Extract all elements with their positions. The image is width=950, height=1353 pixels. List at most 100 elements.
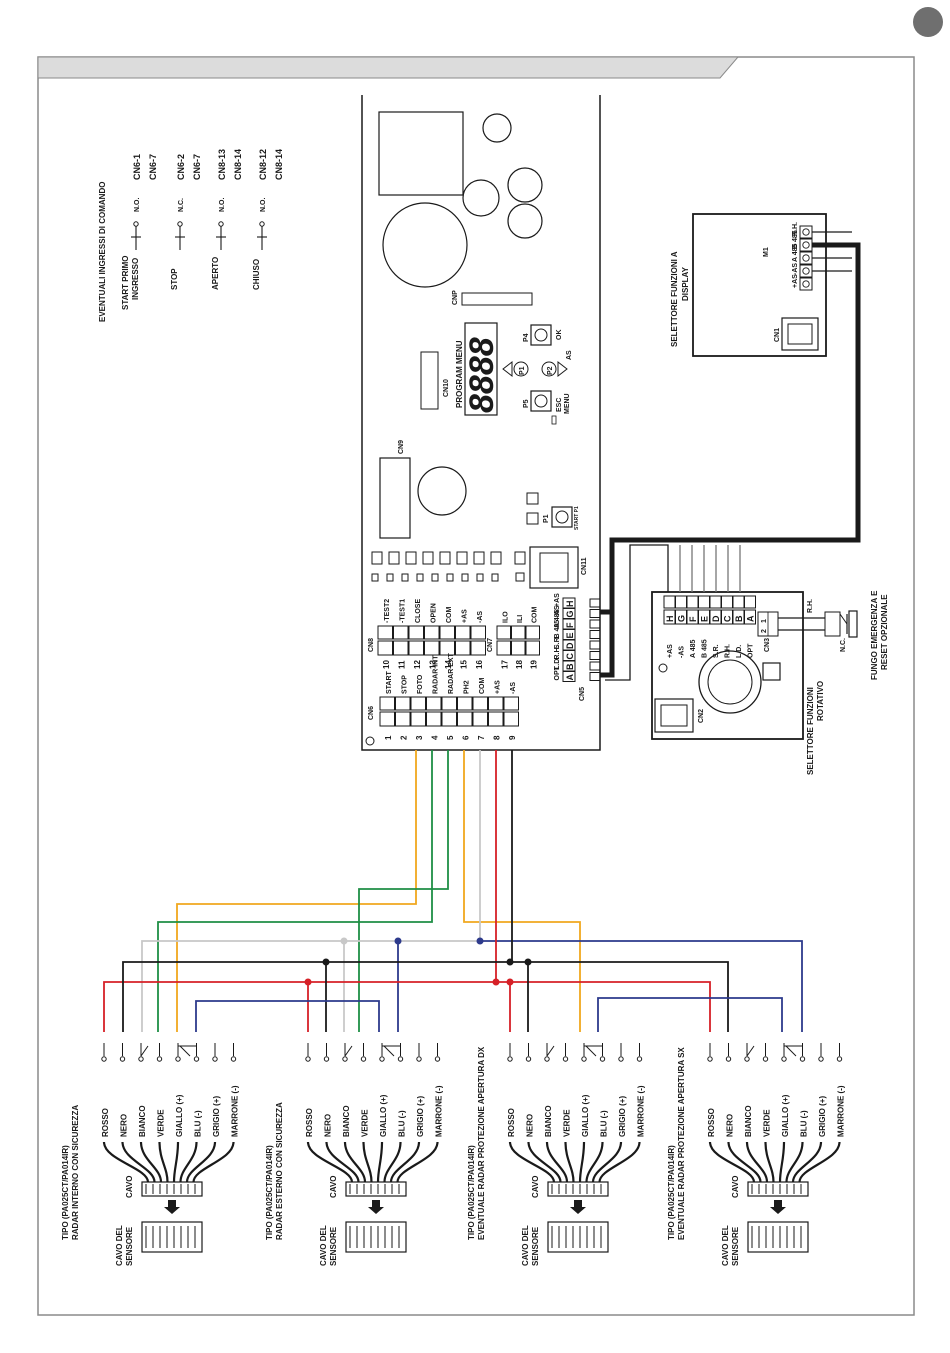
terminal-label: -AS: [477, 611, 484, 623]
m1-terminal-label: -AS: [792, 263, 799, 275]
start-p1-button[interactable]: [551, 506, 573, 528]
sensor-contact: [818, 1056, 824, 1062]
sensor-wire-label: GIALLO (+): [581, 1094, 590, 1137]
sensor-wire-label: BIANCO: [138, 1105, 147, 1137]
cn5-letter: A: [565, 674, 575, 681]
sensor-wire-label: BIANCO: [342, 1105, 351, 1137]
sensor-contact: [544, 1056, 550, 1062]
display-selector-title-2: DISPLAY: [681, 266, 690, 301]
terminal-slot: [379, 711, 395, 727]
rotary-letter-cell: [744, 609, 756, 625]
cn5-signal-label: B 485: [554, 620, 561, 639]
menu-label: MENU: [564, 393, 571, 414]
esc-label: ESC: [556, 398, 563, 412]
terminal-slot: [426, 711, 442, 727]
cn5-label: CN5: [579, 687, 586, 701]
rotary-signal-label: L.D.: [736, 645, 743, 658]
sensor-contact: [156, 1056, 163, 1062]
cn7-terminal-number: 17: [500, 660, 509, 669]
wire: [103, 981, 711, 1032]
terminal-slot: [377, 640, 393, 656]
terminal-screw: [408, 625, 424, 640]
sensor-contact: [562, 1056, 569, 1062]
cn5-pin: [589, 651, 601, 660]
p2-nav-button[interactable]: [541, 361, 557, 377]
sensor-wire-label: VERDE: [361, 1109, 370, 1137]
sensor-contact: [434, 1056, 441, 1062]
rotary-letter: B: [734, 615, 744, 622]
sensor-contact: [416, 1056, 422, 1062]
m1-terminal-label: R.H.: [792, 222, 799, 236]
sensor-cable-label: CAVO DEL: [721, 1225, 730, 1266]
m1-terminal: [799, 238, 813, 252]
rotary-terminal: [744, 595, 756, 609]
cn8-terminal-block: -TEST210-TEST111CLOSE12OPEN13COM14+AS15-…: [377, 599, 486, 669]
rotary-signal-label: -AS: [679, 646, 686, 658]
sensor-contact: [342, 1056, 348, 1062]
rotary-selector-title-1: SELETTORE FUNZIONI: [806, 687, 815, 775]
cable-label: CAVO: [329, 1175, 338, 1198]
terminal-slot: [424, 640, 440, 656]
sensor-wire-label: GRIGIO (+): [212, 1096, 221, 1137]
rotary-terminal: [732, 595, 745, 609]
input-pin: CN8-13: [217, 149, 227, 180]
sensor-wire-label: NERO: [120, 1114, 129, 1137]
terminal-slot: [439, 640, 455, 656]
sensor-wire-label: BIANCO: [744, 1105, 753, 1137]
terminal-slot: [455, 640, 471, 656]
sensor-contact: [230, 1056, 237, 1062]
sensor-wire-label: BLU (-): [194, 1110, 203, 1137]
sensor-cable-label: SENSORE: [731, 1226, 740, 1266]
rotary-signal-label: OPT: [748, 643, 755, 658]
rotary-terminal: [686, 595, 699, 609]
m1-terminal: [799, 277, 813, 291]
sensor-wire-label: ROSSO: [305, 1108, 314, 1137]
sensor-wire-label: MARRONE (-): [231, 1085, 240, 1137]
cn5-cell: [562, 671, 576, 682]
led-row: [371, 551, 526, 582]
cn5-signal-label: L.D.: [554, 657, 561, 670]
terminal-slot: [470, 640, 486, 656]
wire-junction: [506, 958, 514, 966]
esc-menu-button[interactable]: [530, 390, 552, 412]
p1-nav-button[interactable]: [513, 361, 529, 377]
down-arrow-icon: [164, 1200, 180, 1214]
wire-junction: [506, 978, 514, 986]
cn6-terminal-number: 9: [508, 735, 517, 740]
sensor-wire-label: NERO: [726, 1114, 735, 1137]
sensor-connector: [141, 1221, 203, 1253]
rotary-terminal: [698, 595, 710, 609]
wire-junction: [394, 937, 402, 945]
sensor-cable-label: CAVO DEL: [521, 1225, 530, 1266]
sensor-contact: [119, 1056, 126, 1062]
terminal-label: PH2: [463, 680, 470, 694]
cn7-terminal-number: 18: [515, 660, 524, 669]
cnp-label: CNP: [452, 290, 459, 305]
input-pin: CN6-2: [176, 154, 186, 180]
sensor-wire-label: NERO: [324, 1114, 333, 1137]
down-arrow-icon: [770, 1200, 786, 1214]
cable-connector: [141, 1181, 203, 1197]
cn5-pin: [589, 640, 601, 650]
sensor-wire-label: GRIGIO (+): [818, 1096, 827, 1137]
cn5-signal-label: R.H.: [554, 645, 561, 659]
input-label: CHIUSO: [252, 259, 261, 290]
p4-label: P4: [523, 333, 530, 342]
sensor-contact: [707, 1056, 713, 1062]
cn5-pin: [589, 661, 601, 671]
sensor-title: TIPO (PA025CT/PA014IR): [265, 1145, 274, 1240]
sensor-wire-label: BLU (-): [600, 1110, 609, 1137]
terminal-label: -AS: [510, 682, 517, 694]
sensor-title: TIPO (PA025CT/PA014IR): [667, 1145, 676, 1240]
terminal-label: +AS: [494, 680, 501, 694]
rotary-letter: F: [688, 616, 698, 622]
input-label: START PRIMO: [121, 255, 130, 310]
sensor-contact: [618, 1056, 624, 1062]
sensor-wire-label: MARRONE (-): [837, 1085, 846, 1137]
terminal-screw: [395, 696, 411, 711]
ok-button[interactable]: [530, 324, 552, 346]
